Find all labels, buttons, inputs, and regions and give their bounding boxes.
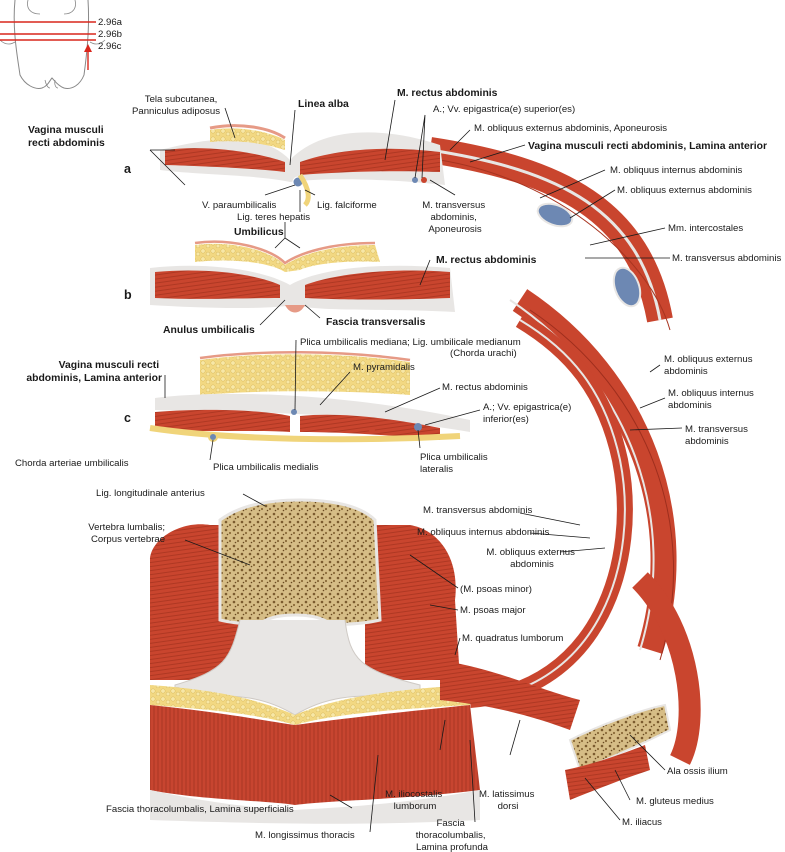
label-psoas-major: M. psoas major xyxy=(460,605,526,616)
ref-2-96a: 2.96a xyxy=(98,17,123,28)
section-markers xyxy=(0,21,96,70)
label-umbilicus: Umbilicus xyxy=(234,227,284,238)
label-epigastrica-sup: A.; Vv. epigastrica(e) superior(es) xyxy=(433,104,575,115)
label-anulus: Anulus umbilicalis xyxy=(163,325,255,336)
label-obliquus-ext-c: M. obliquus externus abdominis xyxy=(664,354,755,377)
body-outline-inset xyxy=(0,0,106,89)
panel-label-b: b xyxy=(124,288,132,302)
label-pyramidalis: M. pyramidalis xyxy=(353,362,415,373)
label-transversus-c: M. transversus abdominis xyxy=(685,424,751,447)
label-teres-hepatis: Lig. teres hepatis xyxy=(237,212,310,223)
label-chorda-arteriae: Chorda arteriae umbilicalis xyxy=(15,458,129,469)
label-obliquus-ext-a: M. obliquus externus abdominis xyxy=(617,185,752,196)
label-obliquus-ext-d: M. obliquus externus abdominis xyxy=(486,547,577,570)
label-paraumbilicalis: V. paraumbilicalis xyxy=(202,200,277,211)
posterior-wall xyxy=(150,498,672,824)
label-fascia-transversalis: Fascia transversalis xyxy=(326,317,426,328)
label-epigastrica-inf: A.; Vv. epigastrica(e) inferior(es) xyxy=(483,402,574,425)
label-transversus-a: M. transversus abdominis xyxy=(672,253,782,264)
ref-2-96c: 2.96c xyxy=(98,41,122,52)
label-obliquus-int-a: M. obliquus internus abdominis xyxy=(610,165,742,176)
label-vertebra: Vertebra lumbalis; Corpus vertebrae xyxy=(88,522,167,545)
label-obliquus-ext-apon: M. obliquus externus abdominis, Aponeuro… xyxy=(474,123,667,134)
label-rectus-b: M. rectus abdominis xyxy=(436,255,537,266)
label-rectus-a: M. rectus abdominis xyxy=(397,88,498,99)
label-gluteus: M. gluteus medius xyxy=(636,796,714,807)
section-c xyxy=(149,350,470,443)
label-tela-subcutanea: Tela subcutanea, Panniculus adiposus xyxy=(132,94,220,117)
label-plica-mediana: Plica umbilicalis mediana; Lig. umbilica… xyxy=(300,337,523,359)
label-fascia-superficialis: Fascia thoracolumbalis, Lamina superfici… xyxy=(106,804,294,815)
label-transversus-d: M. transversus abdominis xyxy=(423,505,533,516)
section-a xyxy=(160,124,445,207)
quadratus-lumborum xyxy=(440,660,580,730)
label-rectus-c: M. rectus abdominis xyxy=(442,382,528,393)
arrow-up-icon xyxy=(84,44,92,52)
panel-label-c: c xyxy=(124,411,131,425)
label-plica-lateralis: Plica umbilicalis lateralis xyxy=(420,452,490,475)
label-plica-medialis: Plica umbilicalis medialis xyxy=(213,462,319,473)
label-falciforme: Lig. falciforme xyxy=(317,200,377,211)
label-vagina-ant-c: Vagina musculi recti abdominis, Lamina a… xyxy=(26,360,162,384)
label-linea-alba: Linea alba xyxy=(298,99,349,110)
label-obliquus-int-d: M. obliquus internus abdominis xyxy=(417,527,549,538)
label-ala-ilium: Ala ossis ilium xyxy=(667,766,728,777)
label-obliquus-int-c: M. obliquus internus abdominis xyxy=(668,388,757,411)
label-psoas-minor: (M. psoas minor) xyxy=(460,584,532,595)
label-intercostales: Mm. intercostales xyxy=(668,223,743,234)
ref-2-96b: 2.96b xyxy=(98,29,122,40)
rib-section-lower xyxy=(612,266,642,308)
label-quadratus: M. quadratus lumborum xyxy=(462,633,563,644)
label-iliocostalis: M. iliocostalis lumborum xyxy=(385,789,445,812)
leader-lines xyxy=(149,99,683,833)
label-vagina-ant-a: Vagina musculi recti abdominis, Lamina a… xyxy=(528,141,767,152)
label-fascia-profunda: Fascia thoracolumbalis, Lamina profunda xyxy=(416,818,489,852)
label-lig-longitudinale: Lig. longitudinale anterius xyxy=(96,488,205,499)
panel-label-a: a xyxy=(124,162,132,176)
section-b xyxy=(150,240,455,313)
rib-section-upper xyxy=(536,202,574,228)
label-vagina-recti-a: Vagina musculi recti abdominis xyxy=(28,125,107,149)
label-transversus-apon: M. transversus abdominis, Aponeurosis xyxy=(422,200,488,235)
label-iliacus: M. iliacus xyxy=(622,817,662,828)
label-longissimus: M. longissimus thoracis xyxy=(255,830,355,841)
label-latissimus: M. latissimus dorsi xyxy=(479,789,537,812)
